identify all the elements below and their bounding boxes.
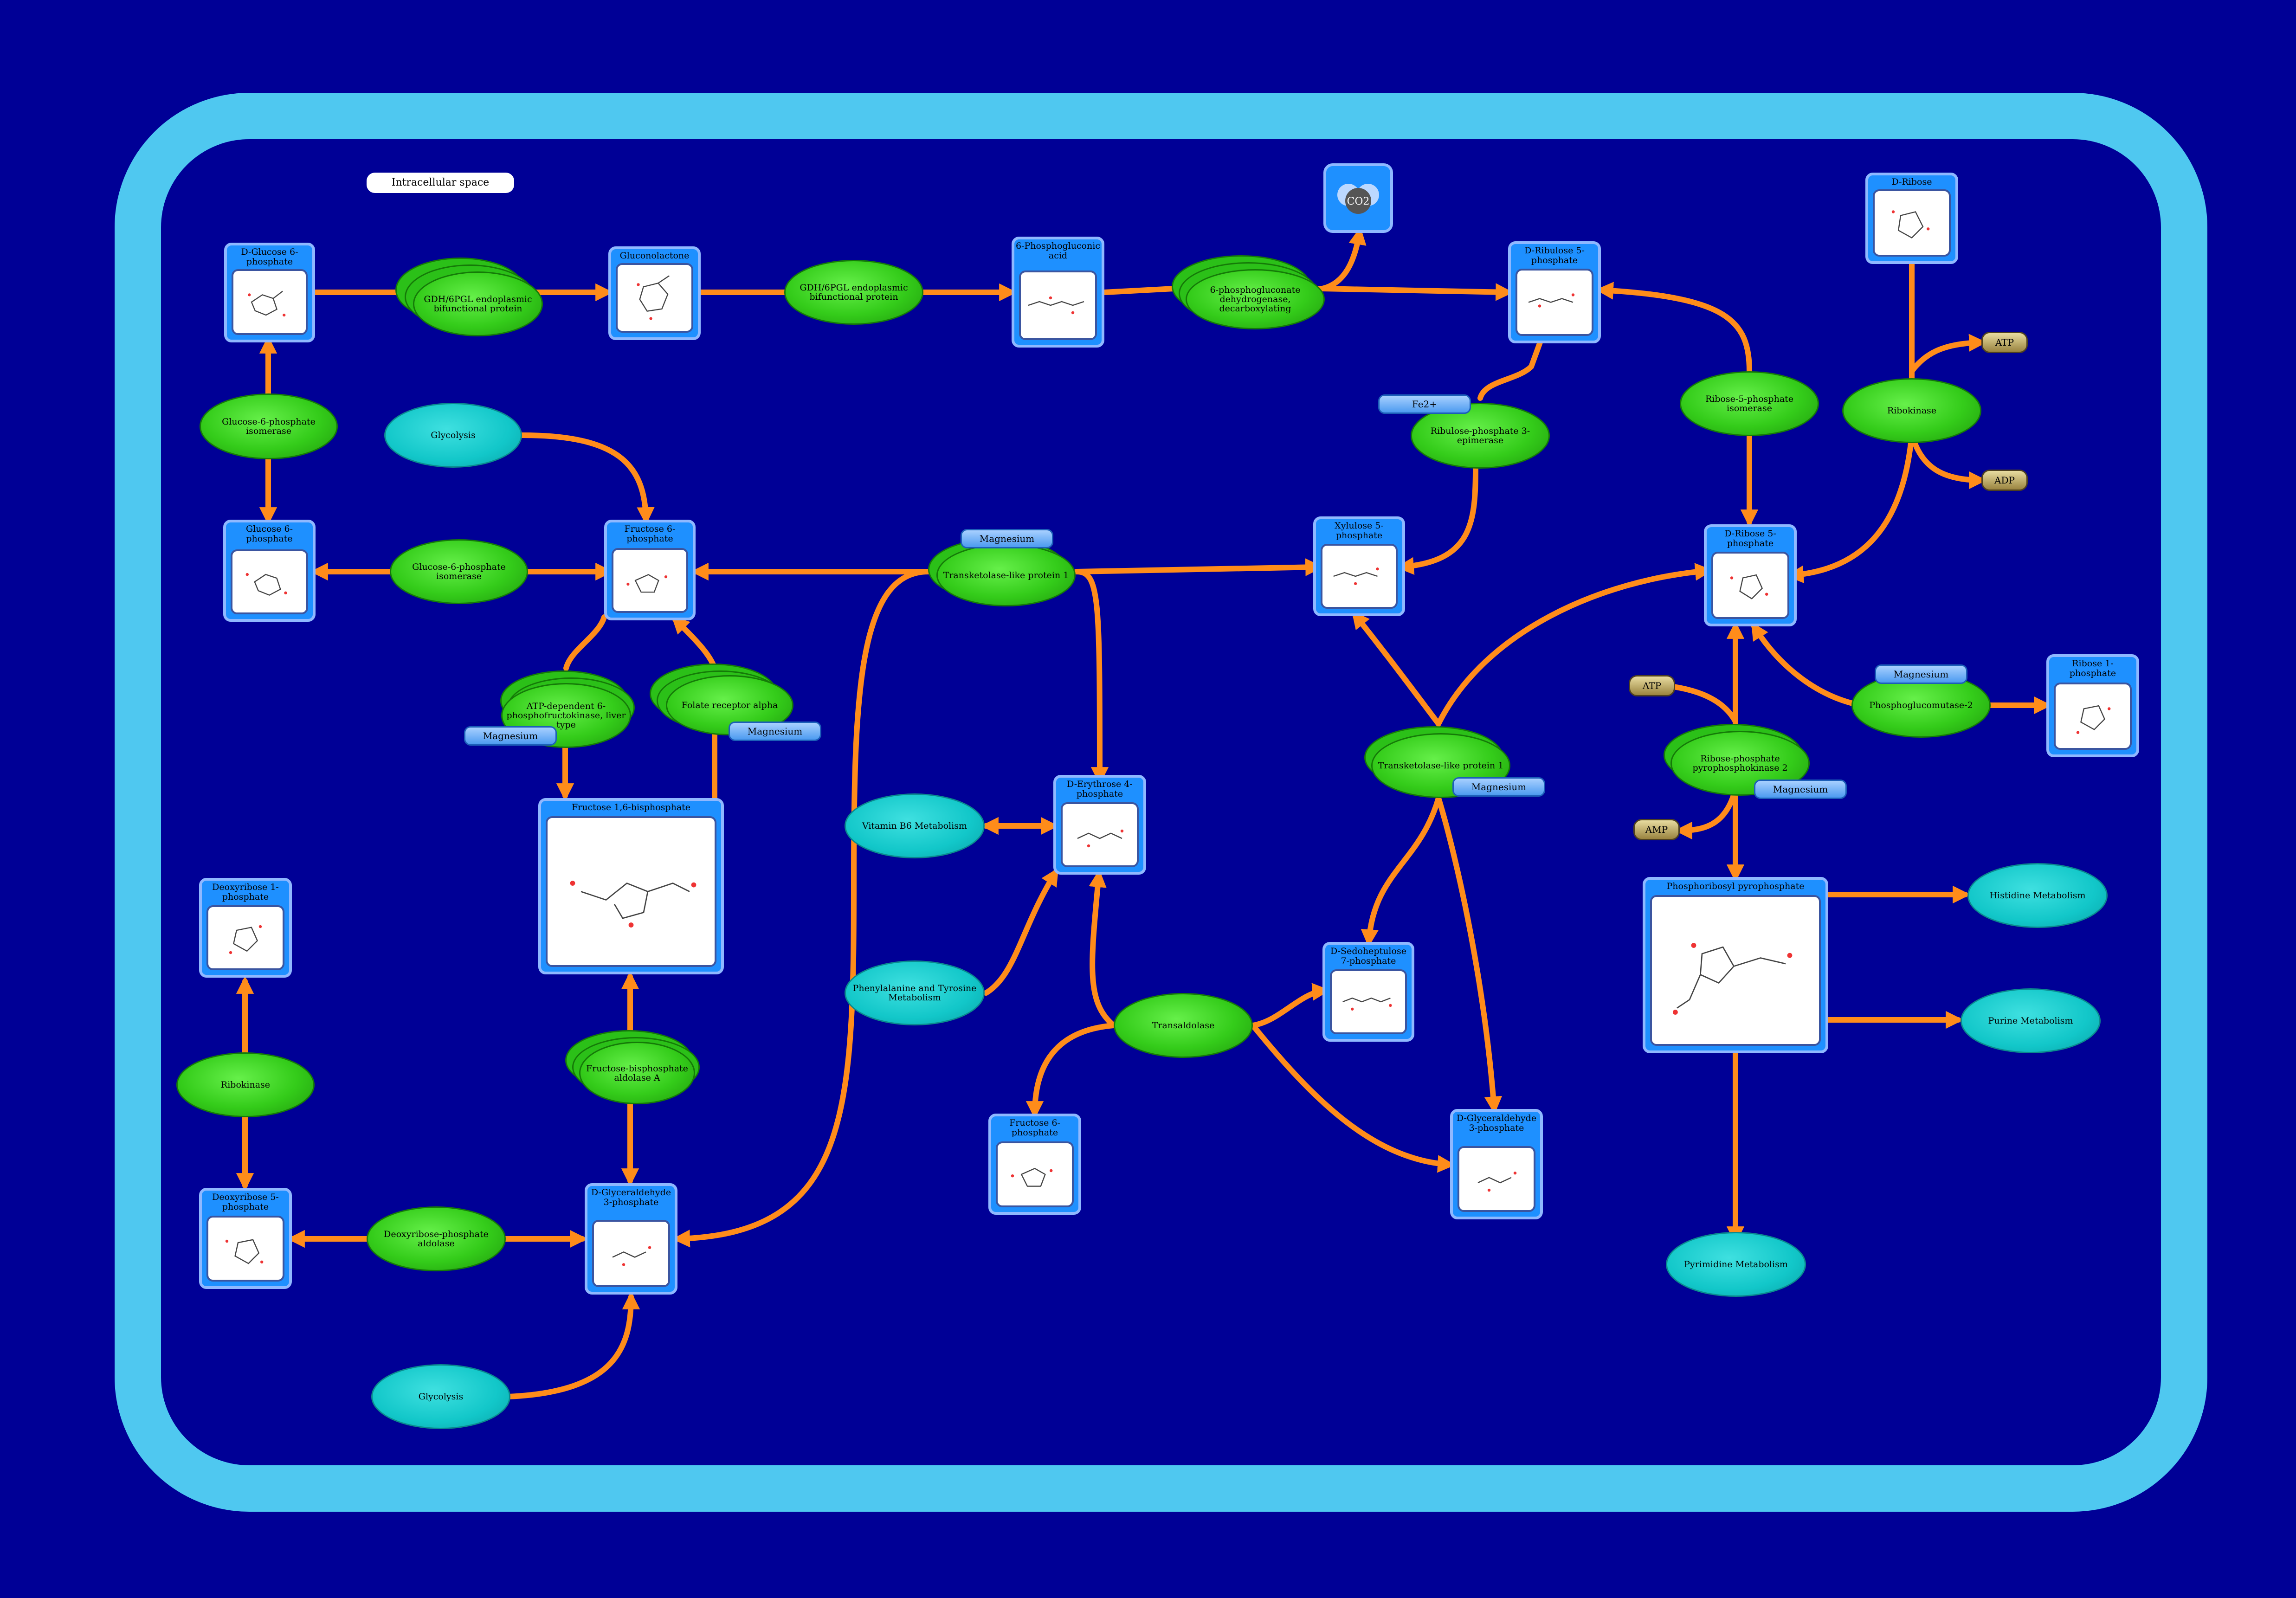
- arrow: [1089, 869, 1116, 1028]
- arrow: [671, 615, 717, 671]
- arrow: [1351, 611, 1441, 727]
- arrow: [1909, 334, 1987, 374]
- arrow: [1396, 466, 1478, 575]
- cell-membrane: [115, 93, 2207, 1512]
- arrow: [1909, 431, 1987, 490]
- arrow: [1102, 283, 1514, 301]
- line: [1477, 338, 1543, 401]
- arrow: [1320, 226, 1367, 291]
- arrow: [1361, 795, 1441, 947]
- arrow: [1025, 1023, 1116, 1119]
- arrow: [519, 432, 655, 525]
- arrow: [1250, 983, 1330, 1028]
- arrow: [1074, 569, 1109, 785]
- arrow: [1436, 795, 1503, 1115]
- arrow: [1674, 786, 1738, 840]
- arrow: [1595, 282, 1752, 374]
- arrow: [1786, 431, 1915, 584]
- arrow: [672, 569, 931, 1248]
- arrow: [505, 1291, 640, 1399]
- arrow: [1074, 558, 1323, 576]
- arrow: [1436, 563, 1713, 727]
- arrow: [1250, 1023, 1456, 1173]
- line: [563, 614, 607, 671]
- arrow: [1751, 622, 1864, 708]
- arrow: [1646, 676, 1738, 724]
- arrow: [983, 868, 1059, 996]
